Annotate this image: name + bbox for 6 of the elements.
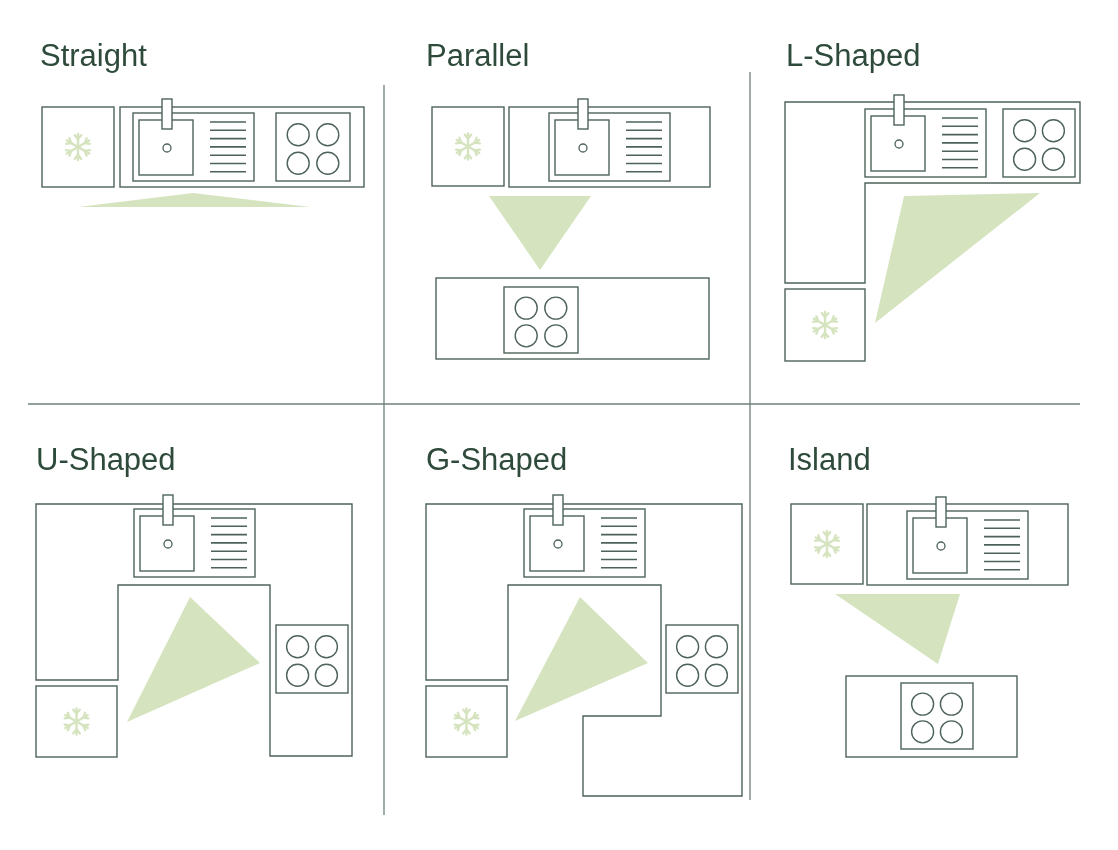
panel-title: U-Shaped: [36, 444, 176, 475]
panel-title: L-Shaped: [786, 40, 921, 71]
panel-title: Parallel: [426, 40, 530, 71]
panel-title: Island: [788, 444, 871, 475]
panel-title: Straight: [40, 40, 147, 71]
panel-title: G-Shaped: [426, 444, 568, 475]
